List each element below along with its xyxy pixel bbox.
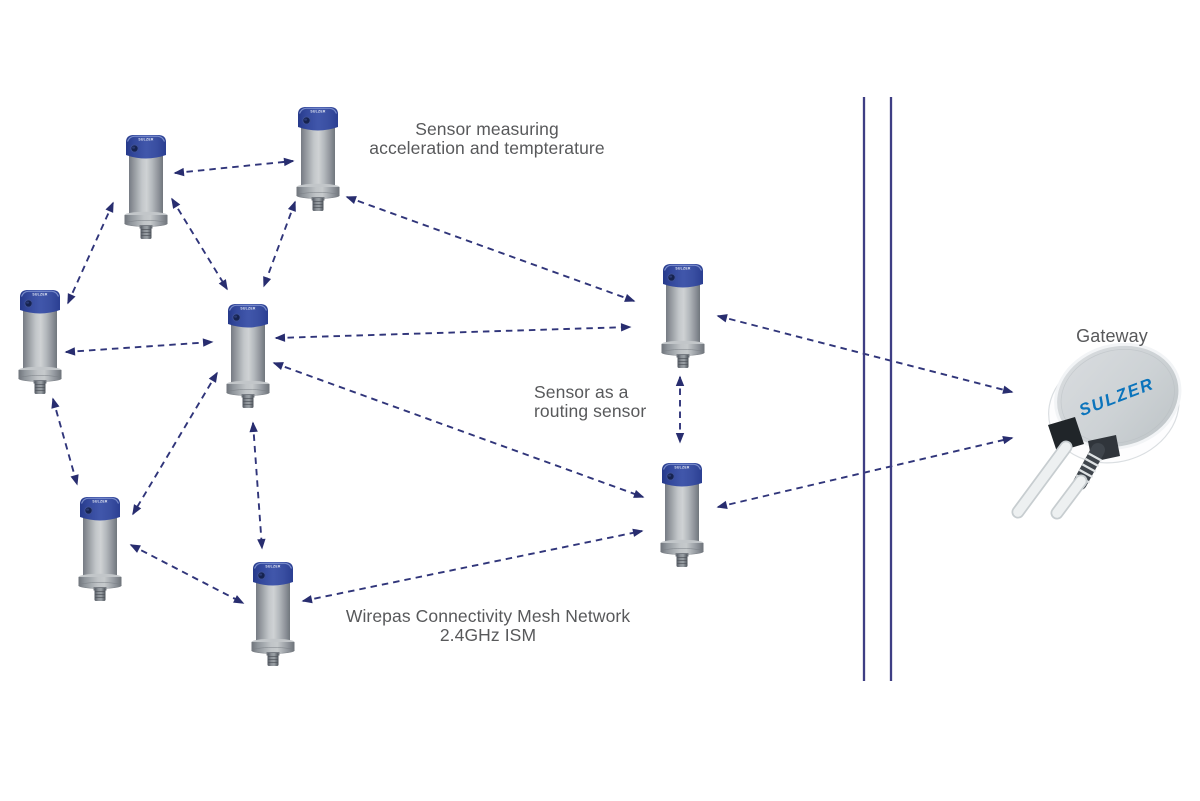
label-routing-sensor-line1: Sensor as a [534, 382, 629, 402]
link-sensor-center-router--sensor-bottom-center [249, 421, 266, 550]
link-sensor-top-left--sensor-center-router [171, 197, 228, 291]
label-mesh-network-line2: 2.4GHz ISM [439, 625, 537, 645]
label-mesh-network: Wirepas Connectivity Mesh Network 2.4GHz… [346, 607, 630, 645]
link-sensor-bottom-center--sensor-right-lower [301, 528, 644, 604]
label-routing-sensor: Sensor as a routing sensor [534, 383, 646, 421]
sensor-bottom-center [250, 561, 296, 667]
sensor-top-left [123, 134, 169, 240]
mesh-links-layer [51, 157, 1014, 604]
link-sensor-top-center--sensor-center-router [263, 200, 296, 288]
sensor-right-upper [660, 263, 706, 369]
link-sensor-bottom-left--sensor-bottom-center [129, 544, 245, 604]
link-sensor-top-center--sensor-right-upper [345, 196, 636, 302]
sensor-center-router [225, 303, 271, 409]
sensor-top-center [295, 106, 341, 212]
sensor-right-lower [659, 462, 705, 568]
sensor-bottom-left [77, 496, 123, 602]
gateway-port-left [1048, 417, 1084, 452]
label-routing-sensor-line2: routing sensor [534, 401, 647, 421]
label-sensor-measuring-line1: Sensor measuring [415, 119, 559, 139]
link-sensor-center-router--sensor-right-upper [274, 323, 632, 342]
link-sensor-top-left--sensor-far-left [67, 201, 114, 305]
label-gateway: Gateway [1076, 326, 1148, 346]
label-mesh-network-line1: Wirepas Connectivity Mesh Network [345, 606, 631, 626]
wall [862, 97, 893, 681]
label-sensor-measuring-line2: acceleration and tempterature [369, 138, 605, 158]
link-sensor-far-left--sensor-center-router [64, 338, 214, 356]
link-sensor-far-left--sensor-bottom-left [51, 397, 79, 486]
label-sensor-measuring: Sensor measuring acceleration and tempte… [369, 120, 604, 158]
sensor-far-left [17, 289, 63, 395]
link-sensor-top-left--sensor-top-center [173, 157, 295, 177]
gateway-top-face [1054, 342, 1182, 450]
link-sensor-center-router--sensor-bottom-left [132, 371, 218, 516]
link-sensor-center-router--sensor-right-lower [272, 362, 645, 498]
gateway-ports-and-cables [1011, 417, 1120, 520]
gateway-device: SULZER [1011, 342, 1182, 520]
